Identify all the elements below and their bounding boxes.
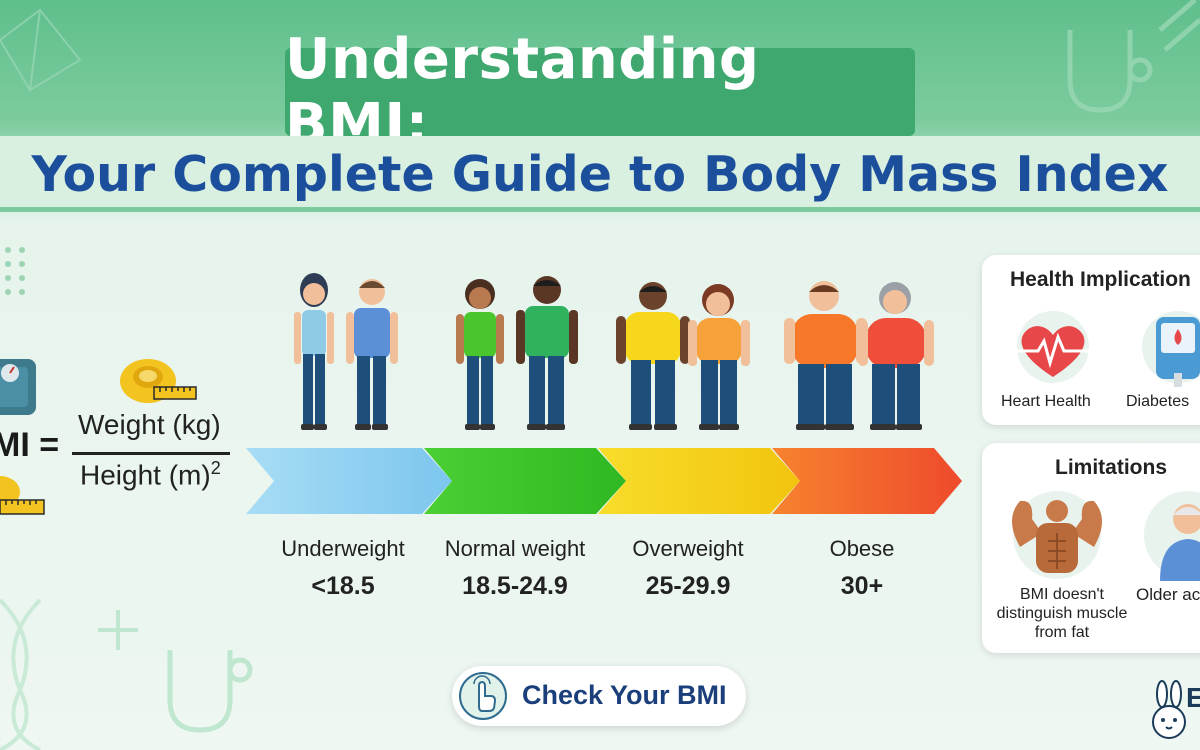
category-range-obese: 30+: [840, 572, 884, 600]
formula-lhs: MI =: [0, 426, 60, 464]
stethoscope-bottom-decoration: [167, 650, 253, 733]
limitations-panel: Limitations BMI doesn't distinguish musc…: [982, 443, 1200, 653]
arrow-obese: [772, 448, 962, 514]
dna-decoration: [0, 598, 42, 750]
limitation-line-2: distinguish muscle: [996, 605, 1128, 622]
category-label-underweight: Underweight: [281, 536, 405, 561]
limitation-older-text: Older ac: [1136, 585, 1200, 604]
title-band: [0, 136, 1200, 212]
page-title-line2: Your Complete Guide to Body Mass Index: [31, 145, 1169, 203]
hand-pointer-icon: [459, 672, 507, 720]
formula-denominator-text: Height (m): [80, 459, 211, 491]
formula-numerator: Weight (kg): [78, 409, 221, 440]
plus-decoration: [98, 610, 138, 650]
tape-measure-icon: [0, 476, 45, 515]
category-label-obese: Obese: [829, 536, 895, 561]
page-title-line1: Understanding BMI:: [285, 27, 915, 157]
health-item-diabetes: Diabetes: [1126, 393, 1190, 410]
limitation-line-1: BMI doesn't: [1020, 586, 1104, 603]
check-bmi-label: Check Your BMI: [522, 680, 727, 710]
tape-measure-icon: [120, 359, 197, 403]
older-adult-icon: [1144, 491, 1200, 581]
network-decoration: [0, 8, 82, 92]
health-item-heart: Heart Health: [1001, 393, 1091, 410]
person-normal-man: [516, 276, 578, 430]
person-normal-woman: [456, 279, 504, 430]
person-overweight-woman: [688, 284, 750, 430]
glucose-meter-icon: [1142, 311, 1200, 387]
stethoscope-decoration: [1067, 0, 1200, 113]
bunny-logo-icon: [1152, 680, 1186, 739]
health-panel-title: Health Implication: [1010, 268, 1191, 291]
formula-fraction-bar: [72, 452, 230, 455]
people-illustrations: [294, 273, 934, 430]
person-obese-man: [784, 281, 867, 430]
limitations-panel-title: Limitations: [1055, 456, 1168, 479]
arrow-normal: [424, 448, 626, 514]
category-range-overweight: 25-29.9: [645, 572, 731, 600]
health-implications-panel: Health Implication Heart Health Diabetes: [982, 255, 1200, 425]
person-obese-woman: [858, 282, 934, 430]
category-range-underweight: <18.5: [311, 572, 375, 600]
heart-icon: [1014, 311, 1092, 383]
dot-grid-decoration: [5, 247, 25, 295]
check-bmi-button[interactable]: Check Your BMI: [452, 666, 746, 726]
person-overweight-man: [616, 282, 690, 430]
muscular-man-icon: [1012, 491, 1102, 579]
limitation-line-3: from fat: [1034, 624, 1090, 641]
logo-letter: E: [1186, 682, 1200, 713]
person-underweight-woman: [294, 273, 334, 430]
arrow-overweight: [598, 448, 800, 514]
category-label-overweight: Overweight: [632, 536, 744, 561]
bmi-scale-arrows: [246, 448, 962, 514]
category-label-normal: Normal weight: [444, 536, 586, 561]
person-underweight-man: [346, 279, 398, 430]
formula-exponent: 2: [210, 458, 221, 478]
limitation-muscle-text: BMI doesn't distinguish muscle from fat: [992, 585, 1132, 642]
formula-denominator: Height (m)2: [80, 458, 221, 491]
category-range-normal: 18.5-24.9: [462, 572, 568, 600]
scale-icon: [0, 359, 36, 415]
arrow-underweight: [246, 448, 452, 514]
